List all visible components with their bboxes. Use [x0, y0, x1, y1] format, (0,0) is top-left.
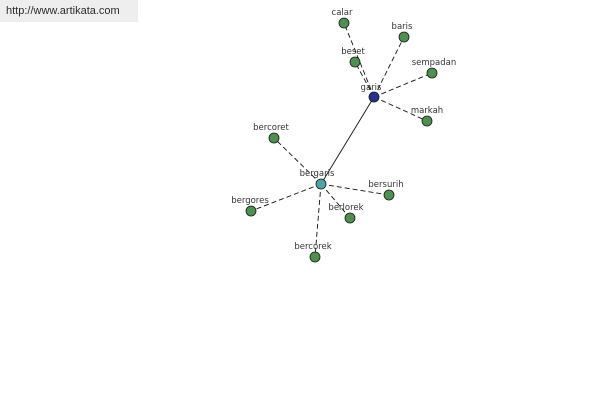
- source-link[interactable]: http://www.artikata.com: [0, 0, 138, 22]
- node-label-bercoret: bercoret: [253, 123, 289, 133]
- nodes-layer: [245, 17, 438, 263]
- edge-bergaris-bergores: [250, 183, 322, 212]
- node-berlorek[interactable]: [344, 212, 356, 224]
- node-calar[interactable]: [338, 17, 350, 29]
- edge-garis-sempadan: [373, 72, 433, 98]
- node-label-garis: garis: [361, 83, 382, 93]
- node-bercorek[interactable]: [309, 251, 321, 263]
- edge-garis-calar: [343, 22, 375, 98]
- node-label-sempadan: sempadan: [412, 58, 457, 68]
- node-label-baris: baris: [392, 22, 413, 32]
- node-bergores[interactable]: [245, 205, 257, 217]
- edge-bergaris-bersurih: [320, 183, 390, 196]
- node-bercoret[interactable]: [268, 132, 280, 144]
- node-beset[interactable]: [349, 56, 361, 68]
- edge-garis-bergaris: [320, 96, 375, 185]
- node-markah[interactable]: [421, 115, 433, 127]
- node-baris[interactable]: [398, 31, 410, 43]
- node-label-bersurih: bersurih: [368, 180, 403, 190]
- edges-layer: [250, 22, 433, 258]
- node-label-bercorek: bercorek: [294, 242, 331, 252]
- edge-bergaris-bercoret: [273, 137, 322, 185]
- node-bergaris[interactable]: [315, 178, 327, 190]
- labels-layer: garis bergaris calar baris beset sempadan mark…: [231, 8, 456, 252]
- node-bersurih[interactable]: [383, 189, 395, 201]
- node-label-markah: markah: [411, 106, 443, 116]
- node-garis[interactable]: [368, 91, 380, 103]
- node-label-berlorek: berlorek: [328, 203, 363, 213]
- edge-garis-beset: [354, 61, 375, 98]
- node-label-beset: beset: [341, 47, 365, 57]
- node-label-bergores: bergores: [231, 196, 269, 206]
- node-label-bergaris: bergaris: [300, 169, 335, 179]
- edge-garis-markah: [373, 96, 428, 122]
- node-sempadan[interactable]: [426, 67, 438, 79]
- node-label-calar: calar: [332, 8, 353, 18]
- edge-bergaris-bercorek: [314, 183, 322, 258]
- edge-garis-baris: [373, 36, 405, 98]
